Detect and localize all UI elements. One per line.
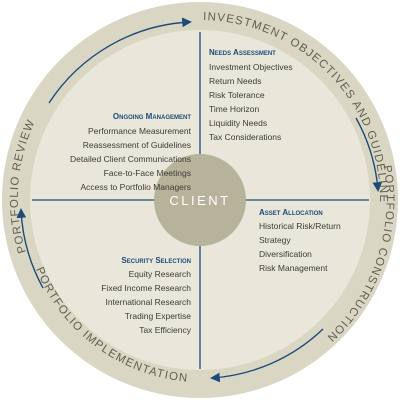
list-item: Equity Research [129, 269, 192, 279]
ongoing-management-heading: Ongoing Management [113, 112, 191, 121]
list-item: Fixed Income Research [101, 283, 191, 293]
arrow-construction-to-implementation [210, 328, 324, 383]
needs-assessment-block: Needs Assessment Investment Objectives R… [209, 48, 293, 142]
list-item: Tax Considerations [209, 132, 281, 142]
list-item: Time Horizon [209, 104, 259, 114]
list-item: Reassessment of Guidelines [83, 140, 191, 150]
list-item: Return Needs [209, 76, 261, 86]
list-item: Liquidity Needs [209, 118, 267, 128]
client-disc [154, 154, 246, 246]
list-item: Diversification [259, 249, 312, 259]
client-label: CLIENT [169, 193, 230, 208]
list-item: Performance Measurement [88, 126, 192, 136]
needs-assessment-heading: Needs Assessment [209, 48, 276, 57]
list-item: Strategy [259, 235, 291, 245]
list-item: Historical Risk/Return [259, 221, 341, 231]
ongoing-management-block: Ongoing Management Performance Measureme… [70, 112, 192, 192]
arrow-implementation-to-review [16, 208, 44, 289]
list-item: Tax Efficiency [139, 325, 192, 335]
arrow-review-to-objectives [48, 17, 192, 104]
asset-allocation-block: Asset Allocation Historical Risk/Return … [259, 208, 341, 273]
list-item: International Research [105, 297, 191, 307]
list-item: Risk Tolerance [209, 90, 265, 100]
list-item: Risk Management [259, 263, 328, 273]
security-selection-heading: Security Selection [121, 256, 191, 265]
list-item: Investment Objectives [209, 62, 293, 72]
asset-allocation-heading: Asset Allocation [259, 208, 323, 217]
list-item: Detailed Client Communications [70, 154, 191, 164]
list-item: Trading Expertise [125, 311, 192, 321]
security-selection-block: Security Selection Equity Research Fixed… [101, 256, 192, 335]
list-item: Face-to-Face Meetings [104, 168, 191, 178]
list-item: Access to Portfolio Managers [80, 182, 191, 192]
arrow-objectives-to-construction [355, 117, 383, 192]
